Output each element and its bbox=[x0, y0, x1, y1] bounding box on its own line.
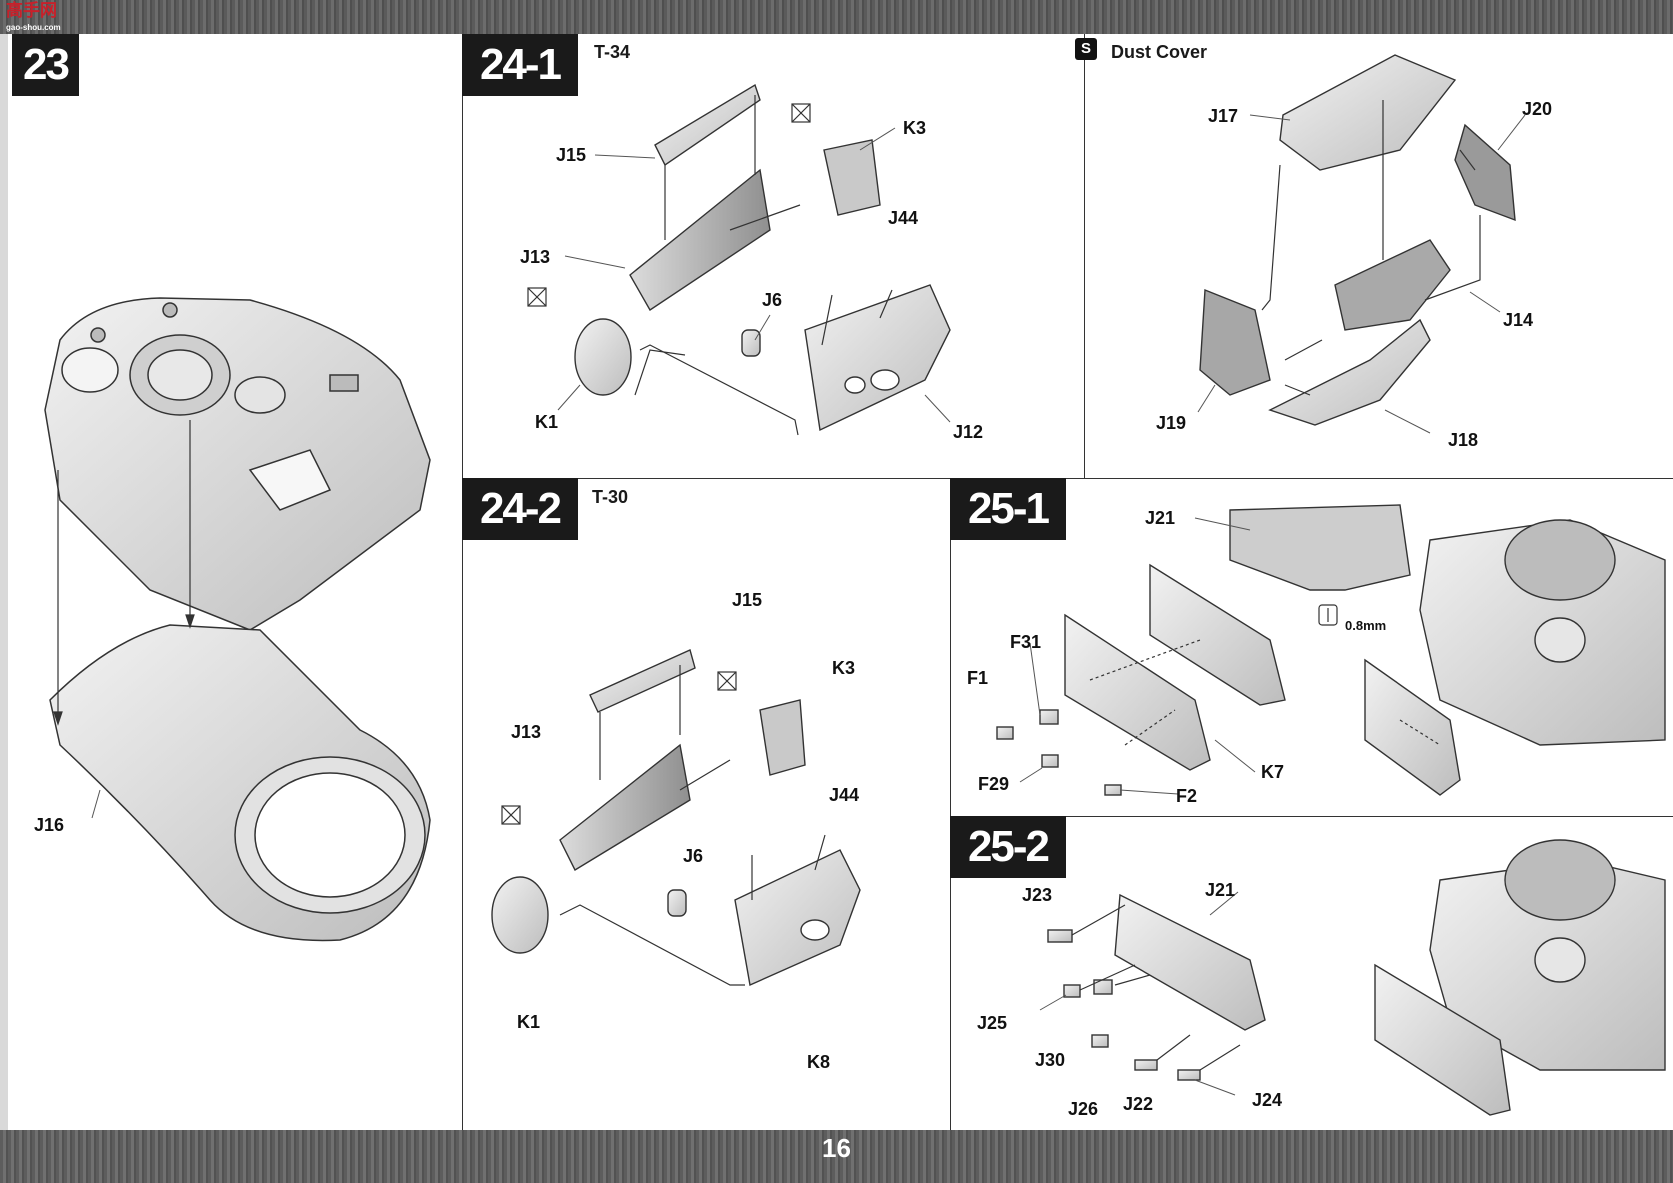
turret-ring-part-j16 bbox=[49, 624, 431, 942]
step-24-2-model: T-30 bbox=[592, 487, 629, 507]
part-label-j24: J24 bbox=[1252, 1090, 1283, 1110]
divider-left bbox=[462, 34, 463, 1130]
drill-size-label: 0.8mm bbox=[1345, 618, 1387, 633]
step-23-badge: 23 bbox=[12, 34, 79, 96]
step-25-1-parts bbox=[996, 504, 1666, 796]
watermark-logo: 高手网 gao-shou.com bbox=[6, 1, 61, 32]
part-label-f31: F31 bbox=[1010, 632, 1042, 652]
dust-cover-guide-lines bbox=[1261, 100, 1481, 396]
part-label-j44-b: J44 bbox=[829, 785, 860, 805]
no-glue-icon-b bbox=[527, 287, 547, 307]
step-25-1-guide-lines bbox=[1089, 639, 1441, 746]
part-label-k7: K7 bbox=[1261, 762, 1285, 782]
part-label-j13-b: J13 bbox=[511, 722, 542, 742]
part-label-j6-b: J6 bbox=[683, 846, 704, 866]
part-label-j22: J22 bbox=[1123, 1094, 1154, 1114]
divider-row1 bbox=[462, 478, 1673, 479]
turret-top-part bbox=[44, 297, 431, 631]
part-label-j6: J6 bbox=[762, 290, 783, 310]
step-24-1-guide-lines bbox=[634, 95, 893, 436]
no-glue-icon-d bbox=[501, 805, 521, 825]
part-label-f29: F29 bbox=[978, 774, 1010, 794]
part-label-j18: J18 bbox=[1448, 430, 1479, 450]
part-label-k3: K3 bbox=[903, 118, 927, 138]
part-label-k8: K8 bbox=[807, 1052, 831, 1072]
part-label-j12: J12 bbox=[953, 422, 984, 442]
step-24-2-parts bbox=[491, 649, 861, 987]
part-label-j15: J15 bbox=[556, 145, 587, 165]
part-label-j20: J20 bbox=[1522, 99, 1553, 119]
part-label-j17: J17 bbox=[1208, 106, 1239, 126]
part-label-j23: J23 bbox=[1022, 885, 1053, 905]
step-24-1-model: T-34 bbox=[594, 42, 631, 62]
part-label-j19: J19 bbox=[1156, 413, 1187, 433]
top-border-bar bbox=[0, 0, 1673, 34]
divider-dust bbox=[1084, 34, 1085, 478]
part-label-j25: J25 bbox=[977, 1013, 1008, 1033]
step-25-2-badge: 25-2 bbox=[950, 816, 1066, 878]
part-label-k3-b: K3 bbox=[832, 658, 856, 678]
step-24-1-parts bbox=[574, 83, 951, 432]
label-leader-lines bbox=[91, 114, 1526, 1096]
step-25-2-guide-lines bbox=[1071, 904, 1241, 1071]
dust-cover-title: Dust Cover bbox=[1111, 42, 1208, 62]
part-label-j15-b: J15 bbox=[732, 590, 763, 610]
step-24-2-guide-lines bbox=[559, 665, 826, 986]
part-label-j30: J30 bbox=[1035, 1050, 1066, 1070]
divider-mid bbox=[950, 478, 951, 1130]
optional-icon: S bbox=[1075, 38, 1097, 60]
step-25-1-badge: 25-1 bbox=[950, 478, 1066, 540]
dust-cover-parts bbox=[1199, 54, 1516, 426]
part-label-k1-b: K1 bbox=[517, 1012, 541, 1032]
step-25-2-parts bbox=[1047, 839, 1666, 1116]
part-label-j26: J26 bbox=[1068, 1099, 1099, 1119]
step-24-1-badge: 24-1 bbox=[462, 34, 578, 96]
bottom-border-bar bbox=[0, 1130, 1673, 1183]
part-label-j14: J14 bbox=[1503, 310, 1534, 330]
no-glue-icon-a bbox=[791, 103, 811, 123]
divider-25 bbox=[950, 816, 1673, 817]
part-label-j16: J16 bbox=[34, 815, 65, 835]
part-label-f1: F1 bbox=[967, 668, 989, 688]
part-label-j21: J21 bbox=[1145, 508, 1176, 528]
no-glue-icon-c bbox=[717, 671, 737, 691]
step-23-guide-lines bbox=[53, 420, 195, 726]
part-label-k1: K1 bbox=[535, 412, 559, 432]
part-label-j44: J44 bbox=[888, 208, 919, 228]
step-24-2-badge: 24-2 bbox=[462, 478, 578, 540]
part-label-j21-b: J21 bbox=[1205, 880, 1236, 900]
part-label-j13: J13 bbox=[520, 247, 551, 267]
part-label-f2: F2 bbox=[1176, 786, 1198, 806]
drill-icon bbox=[1318, 604, 1338, 626]
page-number: 16 bbox=[822, 1133, 851, 1163]
